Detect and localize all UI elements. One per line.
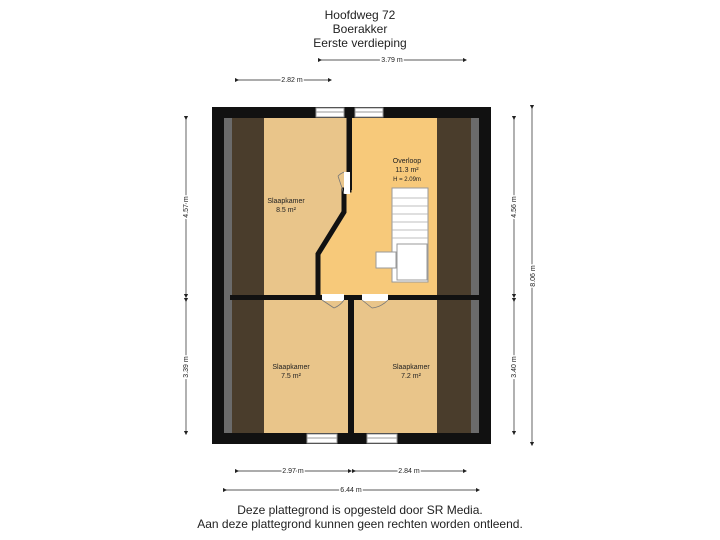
door-bottom-right	[362, 294, 388, 301]
dim-bottom-left-label: 2.97 m	[282, 468, 304, 475]
dim-right-total-label: 8.06 m	[530, 265, 537, 287]
disclaimer-line-1: Deze plattegrond is opgesteld door SR Me…	[237, 503, 483, 517]
slope-edge-left	[224, 118, 232, 433]
door-swing-bottom-right	[361, 299, 389, 309]
bedroom-bottom-left-area: 7.5 m²	[281, 373, 302, 380]
disclaimer-line-2: Aan deze plattegrond kunnen geen rechten…	[197, 517, 523, 531]
dim-right-upper-label: 4.56 m	[511, 196, 518, 218]
bedroom-bottom-right-name: Slaapkamer	[392, 364, 430, 371]
dim-total-width-label: 6.44 m	[340, 487, 362, 494]
landing-height: H = 2.09m	[393, 177, 421, 183]
landing-name: Overloop	[393, 158, 422, 165]
door-top-left	[344, 172, 350, 194]
slope-edge-right	[471, 118, 479, 433]
door-swing-top-left	[337, 171, 345, 195]
dim-left-upper-label: 4.57 m	[183, 196, 190, 218]
floor-title: Eerste verdieping	[313, 36, 407, 50]
wall-vertical-bottom	[348, 300, 354, 433]
landing-area: 11.3 m²	[395, 167, 419, 174]
door-bottom-left	[322, 294, 344, 301]
bedroom-top-left-name: Slaapkamer	[267, 198, 305, 205]
bedroom-bottom-right-area: 7.2 m²	[401, 373, 422, 380]
stairs	[375, 187, 429, 283]
city-title: Boerakker	[332, 22, 388, 36]
wall-horizontal	[230, 295, 479, 300]
dim-bottom-right-label: 2.84 m	[398, 468, 420, 475]
bedroom-bottom-left-name: Slaapkamer	[272, 364, 310, 371]
dim-top-right-label: 3.79 m	[381, 57, 403, 64]
address-title: Hoofdweg 72	[324, 8, 396, 22]
door-swing-bottom-left	[321, 299, 345, 309]
dim-right-lower-label: 3.40 m	[511, 356, 518, 378]
bedroom-top-left-area: 8.5 m²	[276, 207, 297, 214]
dim-top-left-label: 2.82 m	[281, 77, 303, 84]
dim-left-lower-label: 3.39 m	[183, 356, 190, 378]
